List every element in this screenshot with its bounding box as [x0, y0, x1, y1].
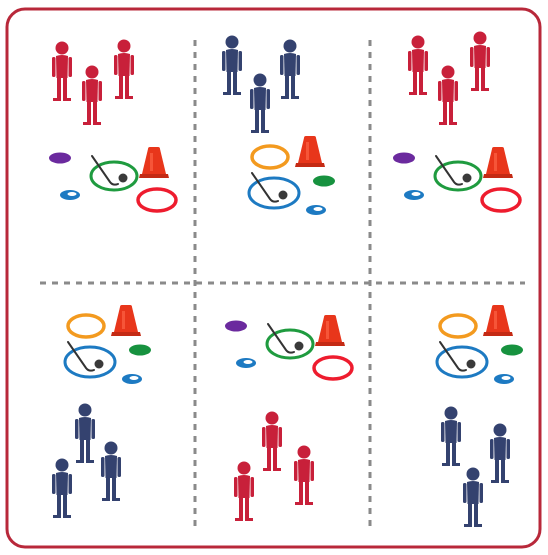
ball-icon	[278, 190, 288, 200]
ring-icon	[136, 187, 178, 213]
ring-icon	[89, 160, 139, 192]
flat-marker-icon	[393, 152, 415, 164]
station-top-center	[222, 35, 335, 215]
hockey-stick-icon	[67, 341, 95, 372]
player-figure-icon	[490, 423, 510, 483]
hockey-stick-icon	[267, 323, 295, 354]
flat-marker-icon	[225, 320, 247, 332]
player-figure-icon	[441, 406, 461, 466]
flat-marker-icon	[306, 205, 326, 215]
player-figure-icon	[408, 35, 428, 95]
hockey-stick-icon	[435, 155, 463, 186]
equipment-set	[225, 315, 354, 381]
ring-icon	[250, 144, 290, 170]
player-figure-icon	[75, 403, 95, 463]
ring-icon	[66, 313, 106, 339]
ring-icon	[63, 345, 117, 379]
player-figure-icon	[52, 41, 72, 101]
ring-icon	[480, 187, 522, 213]
equipment-set	[49, 147, 178, 213]
player-figure-icon	[114, 39, 134, 99]
hockey-stick-icon	[91, 155, 119, 186]
flat-marker-icon	[236, 358, 256, 368]
player-figure-icon	[280, 39, 300, 99]
ball-icon	[118, 173, 128, 183]
cone-icon	[139, 147, 169, 178]
flat-marker-icon	[60, 190, 80, 200]
ring-icon	[312, 355, 354, 381]
ring-icon	[433, 160, 483, 192]
station-top-right	[393, 31, 522, 213]
equipment-set	[435, 305, 523, 384]
ring-icon	[438, 313, 478, 339]
flat-marker-icon	[313, 175, 335, 187]
equipment-set	[393, 147, 522, 213]
cone-icon	[483, 147, 513, 178]
station-dividers	[40, 40, 525, 530]
player-figure-icon	[262, 411, 282, 471]
cone-icon	[483, 305, 513, 336]
station-bottom-center	[225, 315, 354, 521]
ball-icon	[466, 359, 476, 369]
ball-icon	[94, 359, 104, 369]
player-figure-icon	[463, 467, 483, 527]
ring-icon	[265, 328, 315, 360]
flat-marker-icon	[122, 374, 142, 384]
flat-marker-icon	[49, 152, 71, 164]
player-figure-icon	[52, 458, 72, 518]
hockey-stick-icon	[251, 172, 279, 203]
player-figure-icon	[82, 65, 102, 125]
station-top-left	[49, 39, 178, 213]
station-bottom-left	[52, 305, 151, 518]
hockey-stick-icon	[439, 341, 467, 372]
equipment-set	[247, 136, 335, 215]
field-border	[5, 7, 542, 549]
stations	[49, 31, 523, 527]
player-figure-icon	[438, 65, 458, 125]
flat-marker-icon	[501, 344, 523, 356]
cone-icon	[315, 315, 345, 346]
player-figure-icon	[234, 461, 254, 521]
cone-icon	[295, 136, 325, 167]
flat-marker-icon	[404, 190, 424, 200]
ball-icon	[462, 173, 472, 183]
flat-marker-icon	[129, 344, 151, 356]
player-figure-icon	[470, 31, 490, 91]
station-bottom-right	[435, 305, 523, 527]
player-figure-icon	[222, 35, 242, 95]
cone-icon	[111, 305, 141, 336]
flat-marker-icon	[494, 374, 514, 384]
ring-icon	[435, 345, 489, 379]
player-figure-icon	[101, 441, 121, 501]
ball-icon	[294, 341, 304, 351]
player-figure-icon	[294, 445, 314, 505]
player-figure-icon	[250, 73, 270, 133]
ring-icon	[247, 176, 301, 210]
equipment-set	[63, 305, 151, 384]
